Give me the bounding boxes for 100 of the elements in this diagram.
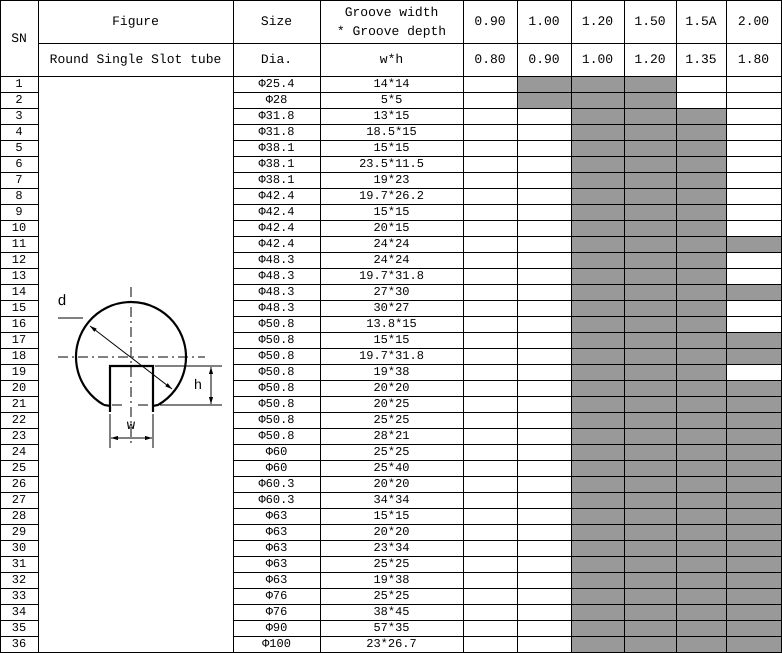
thickness-value: 0.80 <box>474 53 506 66</box>
shaded-cell <box>571 252 624 268</box>
slot-size-value: 23.5*11.5 <box>359 158 424 170</box>
shaded-cell <box>571 412 624 428</box>
shaded-cell <box>624 108 676 124</box>
header-text: Round Single Slot tube <box>50 53 222 66</box>
thickness-value: 0.90 <box>528 53 560 66</box>
slot-size-value: 25*25 <box>373 590 410 602</box>
slot-size-value: 19*38 <box>373 366 410 378</box>
shaded-cell <box>624 380 676 396</box>
header-text: * Groove depth <box>336 24 446 38</box>
shaded-cell <box>571 140 624 156</box>
shaded-cell <box>726 396 781 412</box>
shaded-cell <box>624 332 676 348</box>
diameter-value: Φ50.8 <box>258 430 294 442</box>
thickness-value: 1.5A <box>685 15 717 28</box>
shaded-cell <box>624 268 676 284</box>
diameter-value: Φ31.8 <box>258 126 294 138</box>
shaded-cell <box>571 396 624 412</box>
shaded-cell <box>676 332 726 348</box>
shaded-cell <box>726 428 781 444</box>
shaded-cell <box>624 428 676 444</box>
serial-number: 2 <box>15 94 23 106</box>
shaded-cell <box>517 92 571 108</box>
serial-number: 9 <box>15 206 23 218</box>
diameter-value: Φ63 <box>266 574 288 586</box>
shaded-cell <box>624 508 676 524</box>
shaded-cell <box>624 540 676 556</box>
shaded-cell <box>571 348 624 364</box>
shaded-cell <box>571 540 624 556</box>
shaded-cell <box>624 348 676 364</box>
serial-number: 23 <box>12 430 26 442</box>
slot-size-value: 23*34 <box>373 542 410 554</box>
shaded-cell <box>571 380 624 396</box>
thickness-value: 1.35 <box>685 53 717 66</box>
slot-size-value: 19*38 <box>373 574 410 586</box>
slot-size-value: 15*15 <box>373 206 410 218</box>
shaded-cell <box>571 332 624 348</box>
shaded-cell <box>676 492 726 508</box>
serial-number: 25 <box>12 462 26 474</box>
serial-number: 14 <box>12 286 26 298</box>
serial-number: 5 <box>15 142 23 154</box>
slot-size-value: 5*5 <box>380 94 402 106</box>
shaded-cell <box>624 124 676 140</box>
serial-number: 4 <box>15 126 23 138</box>
thickness-value: 1.50 <box>634 15 666 28</box>
slot-size-value: 18.5*15 <box>366 126 417 138</box>
diameter-value: Φ100 <box>262 638 291 650</box>
shaded-cell <box>571 204 624 220</box>
shaded-cell <box>676 380 726 396</box>
header-text: SN <box>11 32 27 44</box>
shaded-cell <box>571 508 624 524</box>
diameter-value: Φ63 <box>266 526 288 538</box>
serial-number: 22 <box>12 414 26 426</box>
dimension-label: h <box>194 379 202 393</box>
shaded-cell <box>676 444 726 460</box>
thickness-value: 1.00 <box>582 53 614 66</box>
serial-number: 16 <box>12 318 26 330</box>
shaded-cell <box>571 268 624 284</box>
shaded-cell <box>624 316 676 332</box>
shaded-cell <box>571 76 624 92</box>
serial-number: 33 <box>12 590 26 602</box>
slot-size-value: 19.7*31.8 <box>359 270 424 282</box>
serial-number: 32 <box>12 574 26 586</box>
shaded-cell <box>571 156 624 172</box>
shaded-cell <box>676 556 726 572</box>
shaded-cell <box>571 108 624 124</box>
shaded-cell <box>726 636 781 652</box>
shaded-cell <box>676 604 726 620</box>
diameter-value: Φ42.4 <box>258 206 294 218</box>
slot-size-value: 13*15 <box>373 110 410 122</box>
shaded-cell <box>676 540 726 556</box>
shaded-cell <box>571 444 624 460</box>
shaded-cell <box>624 92 676 108</box>
slot-size-value: 24*24 <box>373 238 410 250</box>
shaded-cell <box>676 204 726 220</box>
shaded-cell <box>676 620 726 636</box>
shaded-cell <box>624 284 676 300</box>
shaded-cell <box>624 364 676 380</box>
diameter-value: Φ50.8 <box>258 382 294 394</box>
shaded-cell <box>571 460 624 476</box>
serial-number: 35 <box>12 622 26 634</box>
diameter-value: Φ38.1 <box>258 142 294 154</box>
diameter-value: Φ60 <box>266 462 288 474</box>
shaded-cell <box>676 220 726 236</box>
serial-number: 6 <box>15 158 23 170</box>
slot-size-value: 23*26.7 <box>366 638 417 650</box>
shaded-cell <box>676 188 726 204</box>
slot-size-value: 28*21 <box>373 430 410 442</box>
thickness-value: 1.20 <box>582 15 614 28</box>
shaded-cell <box>571 476 624 492</box>
slot-size-value: 20*15 <box>373 222 410 234</box>
header-text: Size <box>260 15 292 28</box>
serial-number: 3 <box>15 110 23 122</box>
slot-size-value: 15*15 <box>373 510 410 522</box>
dimension-label: w <box>126 419 136 433</box>
diameter-value: Φ50.8 <box>258 350 294 362</box>
serial-number: 26 <box>12 478 26 490</box>
shaded-cell <box>571 316 624 332</box>
slot-size-value: 13.8*15 <box>366 318 417 330</box>
